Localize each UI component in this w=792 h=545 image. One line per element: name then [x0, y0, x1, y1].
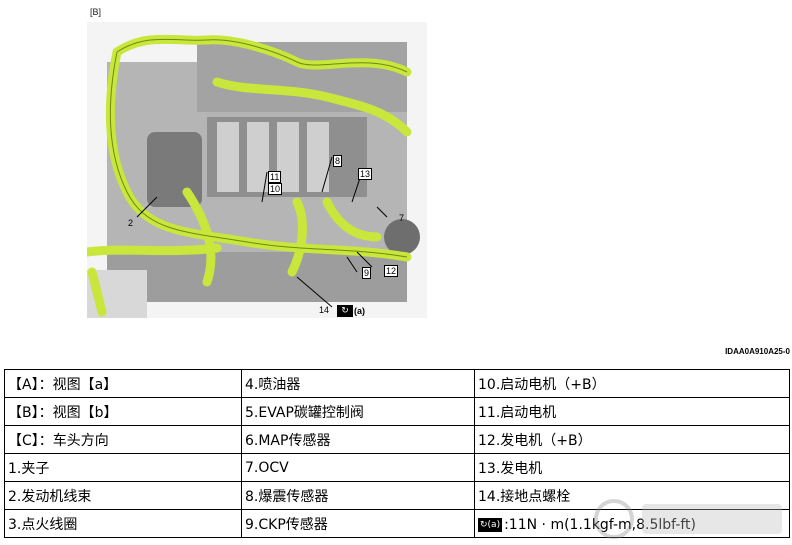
legend-table: 【A】：视图【a】 4.喷油器 10.启动电机（+B） 【B】：视图【b】 5.… [4, 369, 790, 538]
callout-9: 9 [362, 267, 372, 279]
legend-cell: 【C】：车头方向 [4, 425, 242, 454]
legend-cell: 4.喷油器 [241, 369, 475, 398]
torque-value: :11N · m(1.1kgf-m,8.5lbf-ft) [504, 516, 696, 533]
legend-cell: 10.启动电机（+B） [474, 369, 790, 398]
callout-12: 12 [384, 265, 399, 277]
alternator-pulley [384, 219, 420, 255]
legend-cell: 【B】：视图【b】 [4, 397, 242, 426]
callout-8: 8 [333, 155, 343, 167]
engine-harness-figure: 2 7 8 9 10 11 12 13 [87, 22, 427, 318]
table-row: 【A】：视图【a】 4.喷油器 10.启动电机（+B） [4, 369, 790, 398]
torque-tag-label: (a) [354, 306, 365, 316]
legend-cell: 6.MAP传感器 [241, 425, 475, 454]
image-id: IDAA0A910A25-0 [725, 347, 790, 356]
callout-7: 7 [399, 213, 405, 223]
callout-11: 11 [268, 171, 282, 183]
valve-cover [197, 42, 407, 112]
intake-runners [217, 122, 329, 192]
legend-cell: 1.夹子 [4, 453, 242, 482]
legend-cell: 8.爆震传感器 [241, 481, 475, 510]
legend-cell: 11.启动电机 [474, 397, 790, 426]
table-row: 2.发动机线束 8.爆震传感器 14.接地点螺栓 [4, 481, 790, 510]
torque-wrench-icon: ↻ [337, 305, 353, 317]
legend-cell: 9.CKP传感器 [241, 509, 475, 538]
legend-cell: 12.发电机（+B） [474, 425, 790, 454]
table-row: 【B】：视图【b】 5.EVAP碳罐控制阀 11.启动电机 [4, 397, 790, 426]
callout-10: 10 [268, 183, 283, 195]
oil-pan [107, 252, 407, 302]
legend-cell: 【A】：视图【a】 [4, 369, 242, 398]
callout-2: 2 [128, 218, 134, 228]
callout-14: 14 [319, 305, 330, 315]
legend-cell: 5.EVAP碳罐控制阀 [241, 397, 475, 426]
legend-cell: 13.发电机 [474, 453, 790, 482]
table-row: 【C】：车头方向 6.MAP传感器 12.发电机（+B） [4, 425, 790, 454]
table-row: 1.夹子 7.OCV 13.发电机 [4, 453, 790, 482]
view-tag: [B] [90, 7, 102, 17]
torque-spec-cell: ↻(a) :11N · m(1.1kgf-m,8.5lbf-ft) [474, 509, 790, 538]
legend-cell: 2.发动机线束 [4, 481, 242, 510]
torque-icon-label: (a) [487, 519, 501, 530]
legend-cell: 3.点火线圈 [4, 509, 242, 538]
legend-cell: 14.接地点螺栓 [474, 481, 790, 510]
torque-tag: ↻ (a) [337, 305, 365, 317]
legend-cell: 7.OCV [241, 453, 475, 482]
torque-wrench-icon: ↻(a) [478, 517, 503, 532]
engine-illustration [87, 34, 420, 318]
table-row: 3.点火线圈 9.CKP传感器 ↻(a) :11N · m(1.1kgf-m,8… [4, 509, 790, 538]
harness-outline [109, 38, 408, 258]
callout-13: 13 [358, 168, 373, 180]
